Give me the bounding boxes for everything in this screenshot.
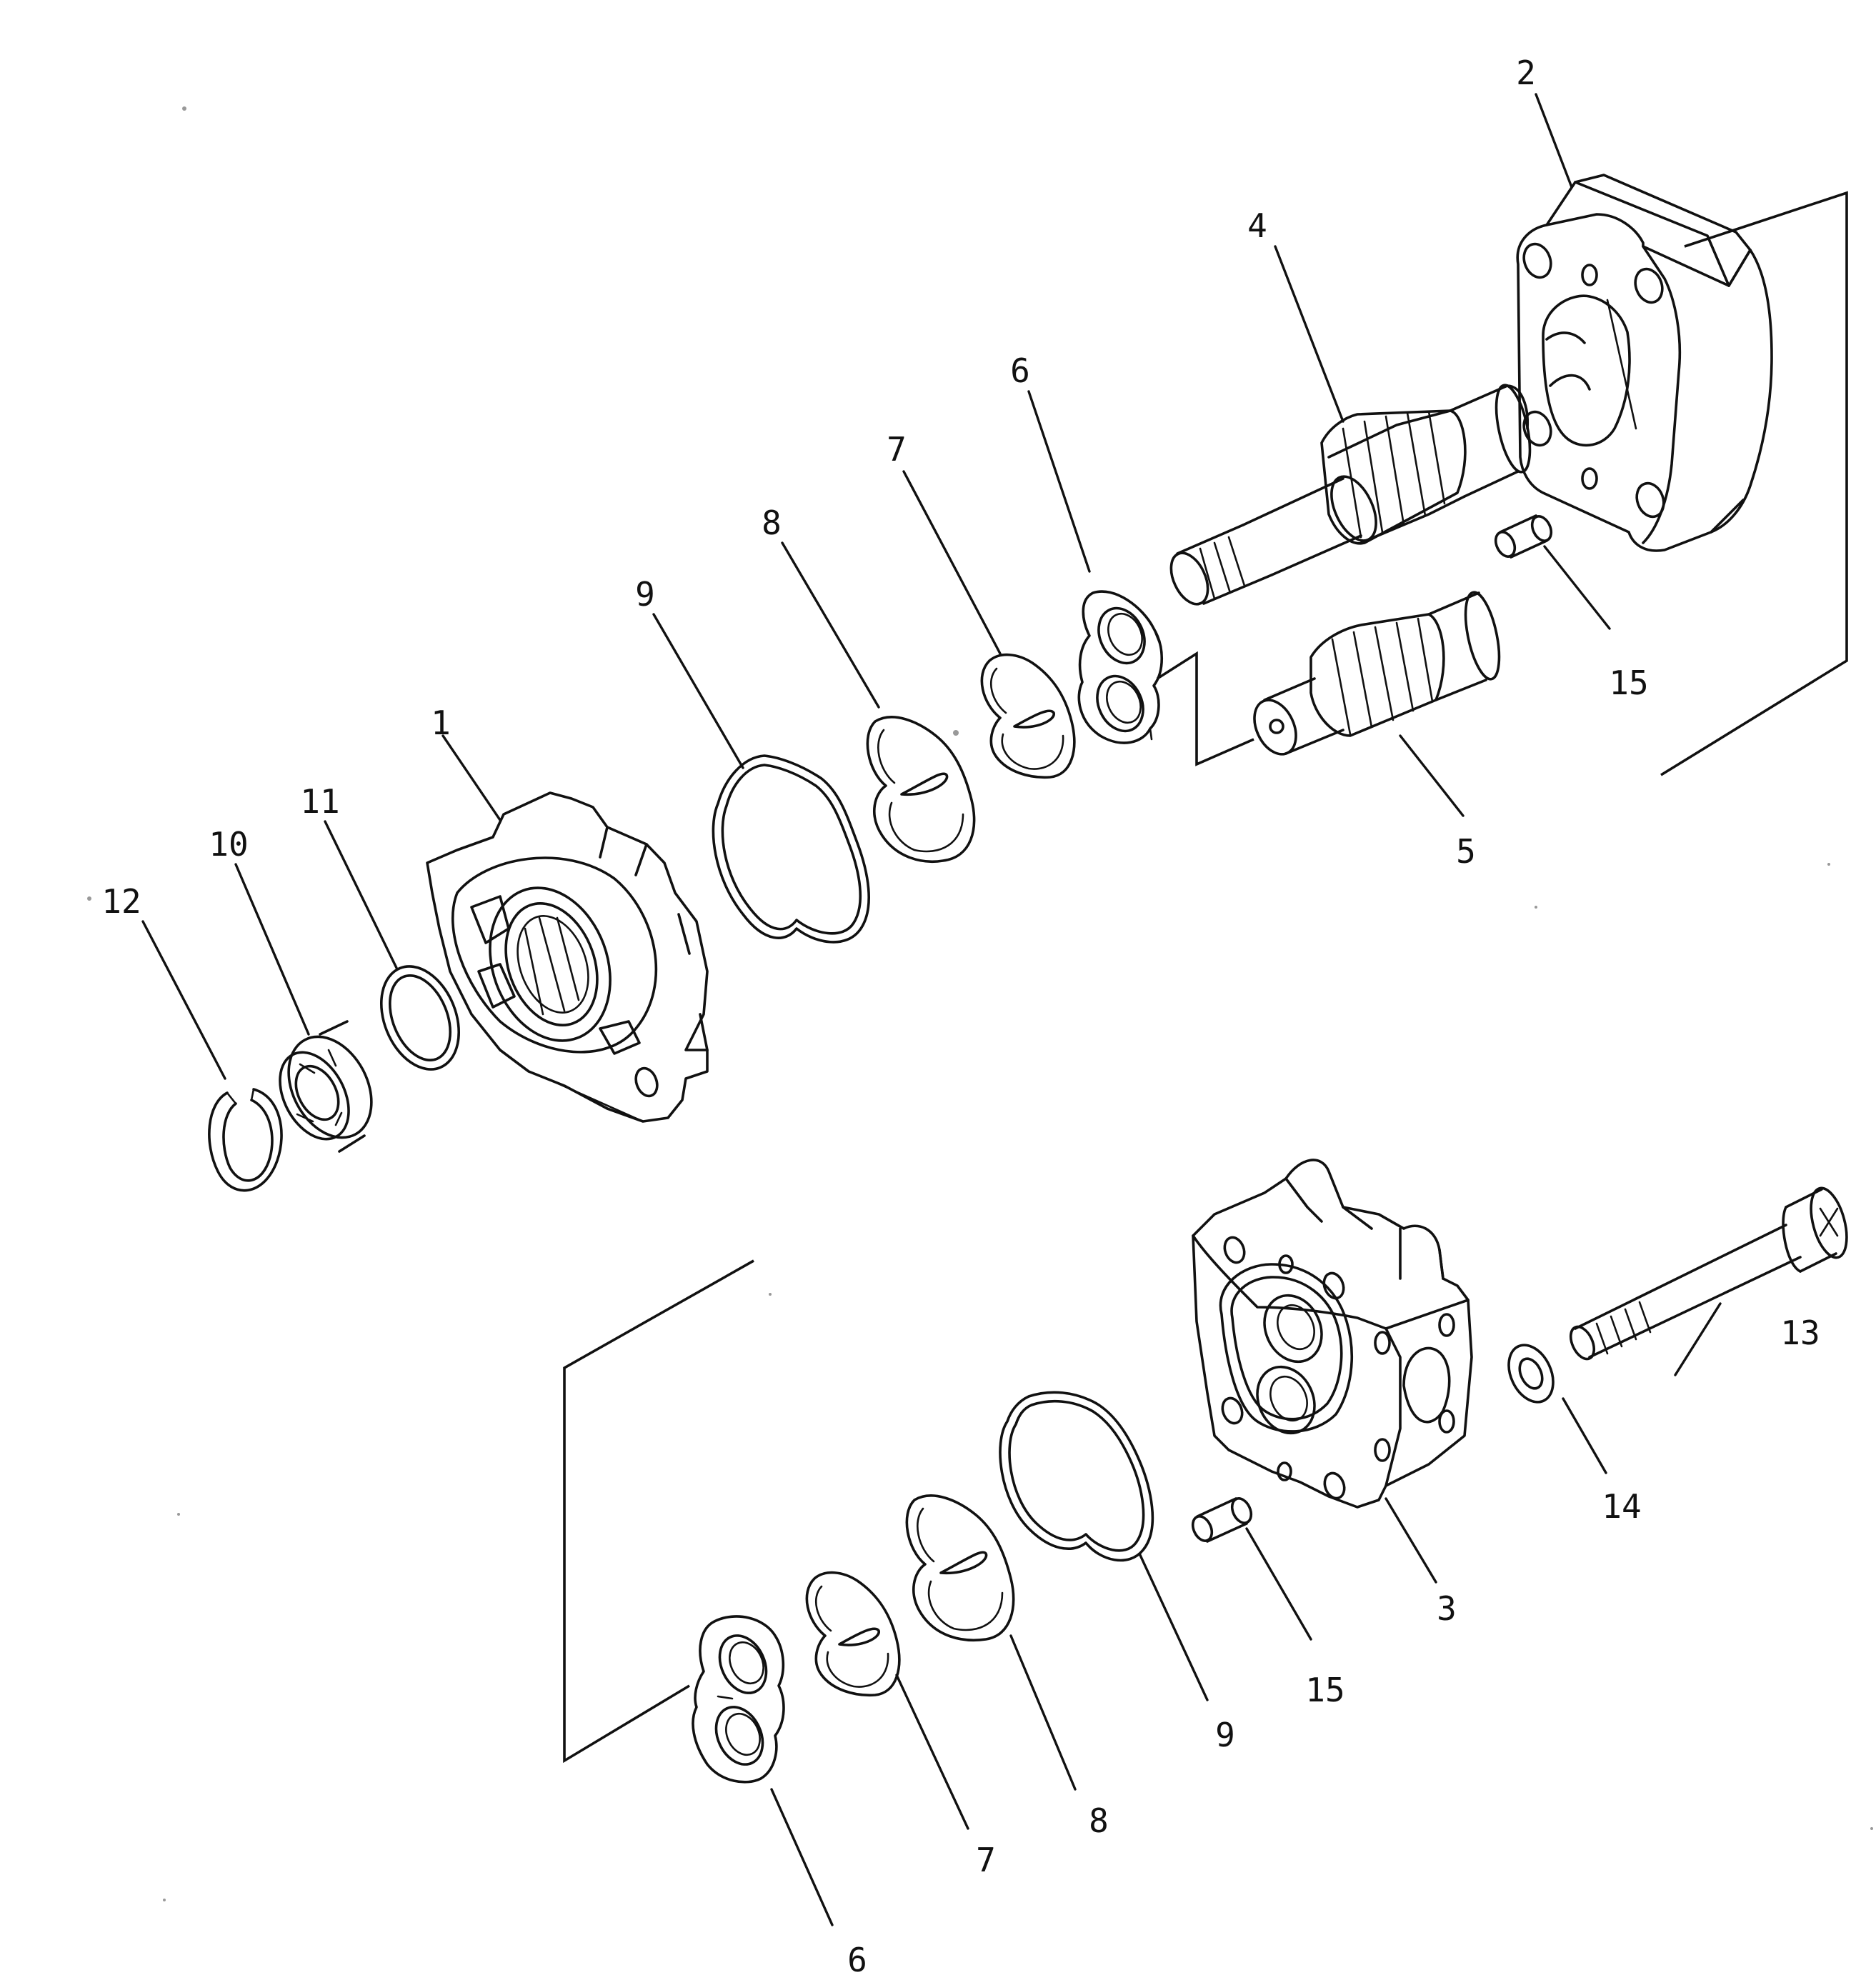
part-4-drive-shaft bbox=[1169, 384, 1532, 606]
callout-3: 3 bbox=[1437, 1589, 1457, 1628]
leader-lines bbox=[141, 93, 1722, 1926]
callout-15-lower: 15 bbox=[1305, 1671, 1344, 1709]
callout-13: 13 bbox=[1780, 1314, 1820, 1352]
part-5-driven-shaft bbox=[1253, 591, 1501, 756]
callout-9-upper: 9 bbox=[635, 575, 655, 614]
part-7-seal-upper bbox=[980, 653, 1076, 779]
part-8-gasket-upper bbox=[866, 716, 976, 864]
callout-5: 5 bbox=[1456, 832, 1476, 871]
callout-4: 4 bbox=[1247, 206, 1267, 245]
part-1-front-cover bbox=[426, 791, 709, 1123]
callout-12: 12 bbox=[101, 882, 141, 921]
callout-7-lower: 7 bbox=[976, 1841, 996, 1879]
callout-labels: 1 2 3 4 5 6 6 7 7 8 8 9 9 10 11 12 13 14… bbox=[101, 54, 1820, 1979]
part-9-o-ring-upper bbox=[712, 754, 870, 944]
callout-9-lower: 9 bbox=[1215, 1716, 1235, 1754]
assembly-brackets bbox=[563, 191, 1848, 1764]
callout-14: 14 bbox=[1602, 1487, 1641, 1526]
callout-11: 11 bbox=[300, 782, 339, 821]
part-10-bearing bbox=[279, 1020, 373, 1153]
part-13-bolt bbox=[1569, 1186, 1848, 1361]
callout-10: 10 bbox=[209, 825, 248, 864]
part-8-gasket-lower bbox=[905, 1494, 1015, 1642]
callout-2: 2 bbox=[1516, 54, 1536, 92]
part-6-plate-lower bbox=[692, 1615, 785, 1784]
scan-specks bbox=[87, 106, 1873, 1901]
part-3-rear-cover bbox=[1192, 1159, 1473, 1509]
part-15-pin-upper bbox=[1494, 514, 1553, 559]
callout-7-upper: 7 bbox=[887, 430, 907, 469]
callout-8-lower: 8 bbox=[1089, 1801, 1109, 1840]
part-6-plate-upper bbox=[1077, 590, 1164, 744]
part-9-o-ring-lower bbox=[999, 1391, 1154, 1562]
part-15-pin-lower bbox=[1191, 1497, 1253, 1543]
callout-15-upper: 15 bbox=[1609, 664, 1648, 702]
callout-6-lower: 6 bbox=[847, 1941, 867, 1979]
callout-8-upper: 8 bbox=[762, 504, 782, 542]
part-2-gear-housing bbox=[1516, 174, 1773, 552]
callout-6-upper: 6 bbox=[1010, 351, 1030, 390]
part-12-snap-ring bbox=[208, 1088, 283, 1192]
part-14-washer bbox=[1507, 1344, 1555, 1404]
callout-1: 1 bbox=[431, 704, 451, 742]
part-7-seal-lower bbox=[805, 1571, 901, 1697]
part-11-washer bbox=[379, 965, 461, 1071]
